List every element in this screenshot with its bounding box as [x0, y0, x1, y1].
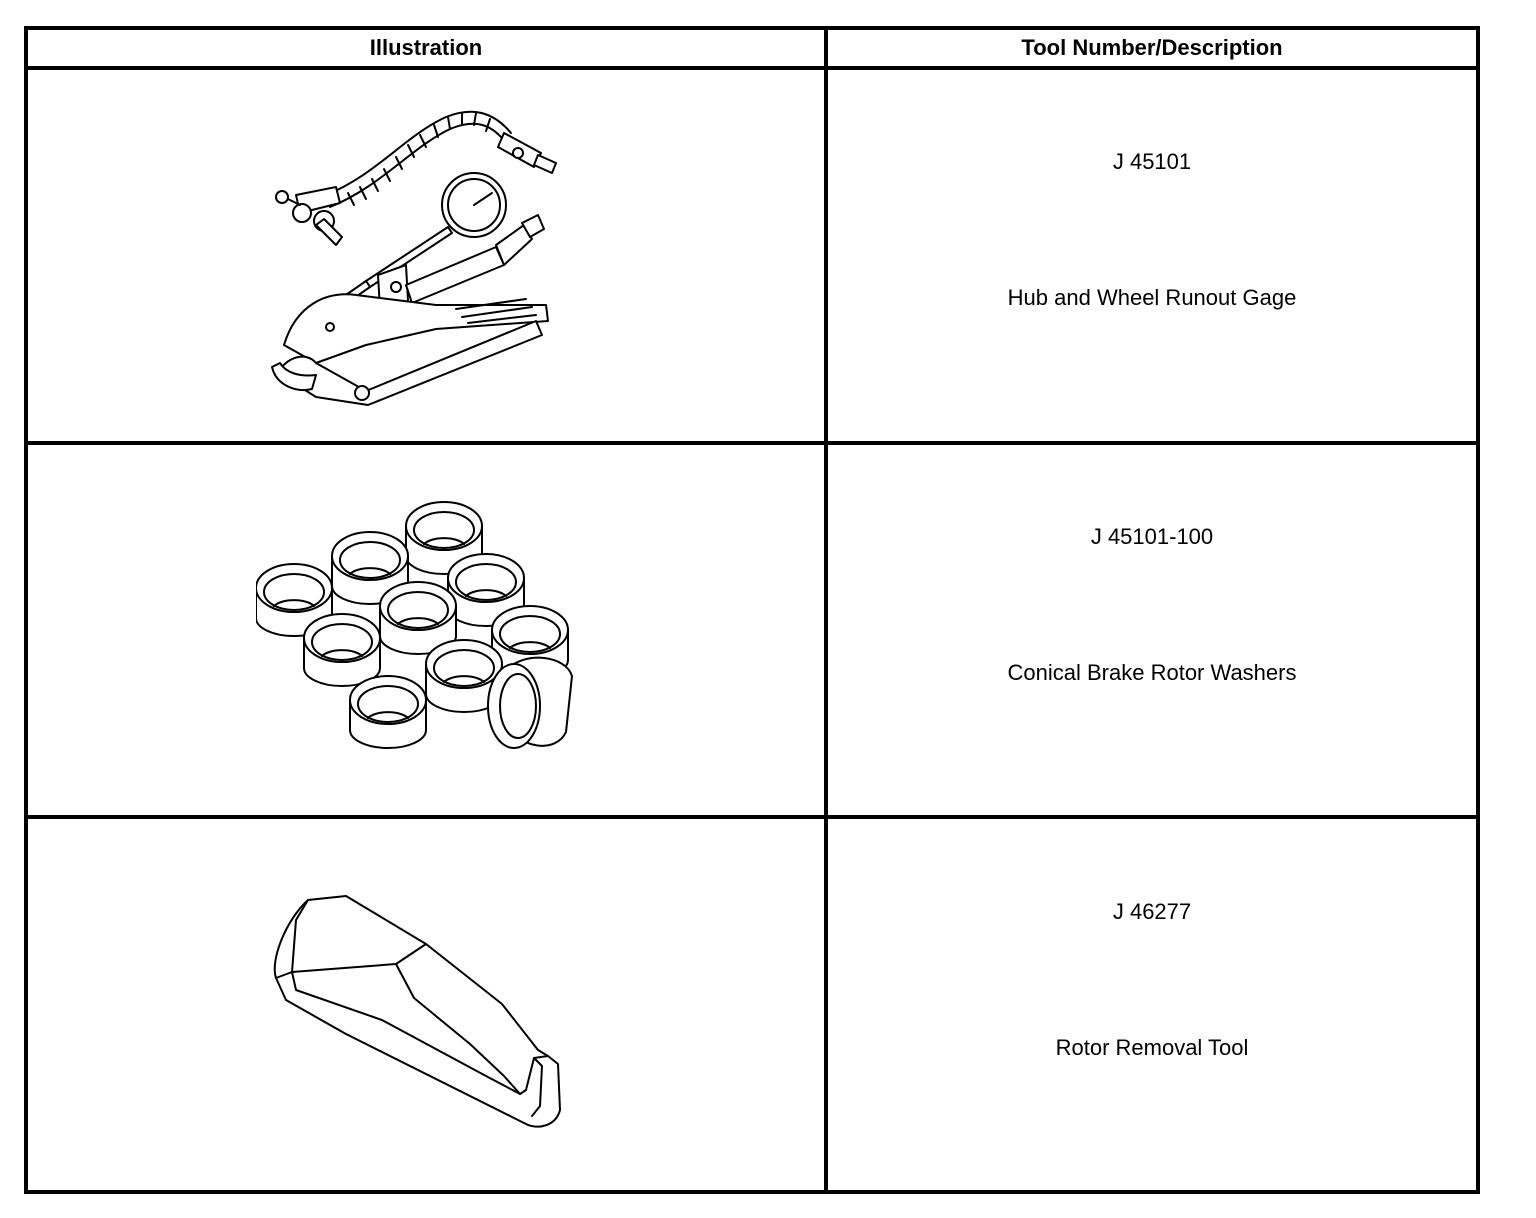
table-row: J 45101 Hub and Wheel Runout Gage	[24, 66, 1480, 445]
illustration-cell	[24, 66, 828, 445]
special-tools-table: Illustration Tool Number/Description	[24, 26, 1480, 1194]
tool-number: J 46277	[1112, 898, 1192, 924]
description-cell: J 45101 Hub and Wheel Runout Gage	[824, 66, 1480, 445]
rotor-washers-icon	[256, 500, 573, 749]
rotor-removal-tool-icon	[273, 894, 561, 1128]
illustration-cell	[24, 815, 828, 1194]
header-illustration: Illustration	[24, 26, 828, 70]
table-row: J 45101-100 Conical Brake Rotor Washers	[24, 440, 1480, 820]
tool-description: Conical Brake Rotor Washers	[1007, 659, 1297, 685]
header-tool-number-description: Tool Number/Description	[824, 26, 1480, 70]
table-row: J 46277 Rotor Removal Tool	[24, 815, 1480, 1194]
tool-description: Hub and Wheel Runout Gage	[1007, 285, 1297, 311]
runout-gage-icon	[271, 111, 557, 407]
table-header-row: Illustration Tool Number/Description	[24, 26, 1480, 70]
description-cell: J 45101-100 Conical Brake Rotor Washers	[824, 440, 1480, 820]
tool-description: Rotor Removal Tool	[1055, 1034, 1249, 1060]
tool-number: J 45101	[1112, 149, 1192, 175]
tool-number: J 45101-100	[1090, 523, 1214, 549]
illustration-cell	[24, 440, 828, 820]
description-cell: J 46277 Rotor Removal Tool	[824, 815, 1480, 1194]
